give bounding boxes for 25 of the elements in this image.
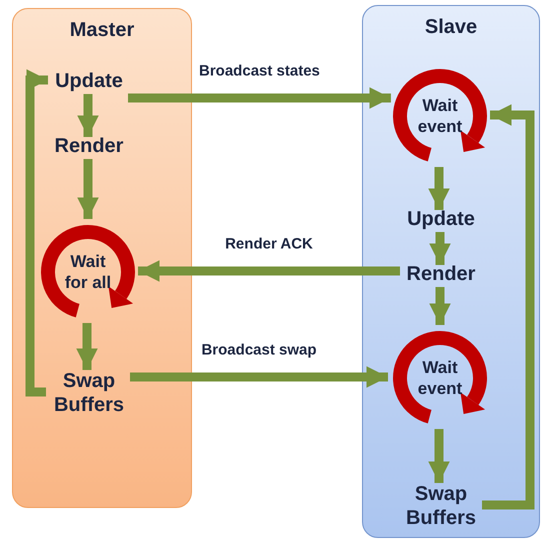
arrow: [482, 104, 534, 510]
step-label: Update: [407, 207, 475, 231]
step-label: Update: [55, 69, 123, 93]
step-label: Wait event: [416, 357, 464, 399]
step-label: Swap Buffers: [52, 369, 125, 417]
arrow: [76, 323, 98, 370]
arrow: [429, 232, 451, 265]
swimlane-panel: [362, 5, 540, 538]
step-label: Wait event: [416, 95, 464, 137]
arrow: [77, 94, 99, 137]
step-label: Render: [406, 262, 476, 286]
arrow: [130, 366, 388, 388]
arrow: [77, 159, 99, 219]
step-label: Wait for all: [64, 251, 112, 293]
arrow: [26, 69, 48, 396]
swimlane-panel: [12, 8, 192, 508]
lane-heading: Slave: [424, 16, 478, 39]
arrow: [428, 167, 450, 210]
arrow: [138, 260, 400, 282]
lane-heading: Master: [68, 19, 136, 42]
arrow: [128, 87, 391, 109]
step-label: Render: [54, 134, 124, 158]
step-label: Swap Buffers: [404, 482, 477, 530]
arrow: [428, 429, 450, 483]
arrow: [429, 287, 451, 325]
